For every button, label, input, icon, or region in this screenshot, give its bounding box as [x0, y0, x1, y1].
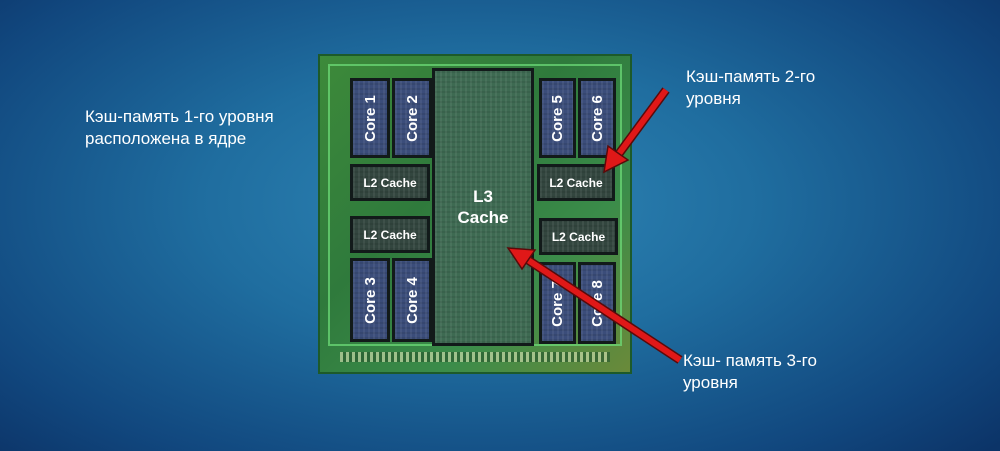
l2-cache-2: L2 Cache [350, 216, 430, 253]
core-3: Core 3 [350, 258, 390, 342]
l3-cache: L3 Cache [432, 68, 534, 346]
arrow-to-l3-icon [506, 247, 683, 364]
l2-cache-4: L2 Cache [539, 218, 618, 255]
l2-label: L2 Cache [551, 229, 606, 244]
l2-label: L2 Cache [549, 175, 603, 190]
l1-cache-caption: Кэш-память 1-го уровня расположена в ядр… [85, 106, 274, 150]
l2-cache-3: L2 Cache [537, 164, 615, 201]
l3-label: L3 [473, 187, 493, 206]
caption-line: Кэш-память 2-го [686, 67, 816, 86]
core-4: Core 4 [392, 258, 432, 342]
l2-cache-1: L2 Cache [350, 164, 430, 201]
core-2: Core 2 [392, 78, 432, 158]
cpu-die-image: Core 1 Core 2 L2 Cache L2 Cache Core 3 C… [318, 54, 632, 374]
core-6: Core 6 [578, 78, 616, 158]
caption-line: Кэш-память 1-го уровня [85, 107, 274, 126]
caption-line: Кэш- память 3-го [683, 351, 817, 370]
l3-cache-caption: Кэш- память 3-го уровня [683, 350, 817, 394]
l2-label: L2 Cache [363, 175, 417, 190]
l2-cache-caption: Кэш-память 2-го уровня [686, 66, 815, 110]
core-5: Core 5 [539, 78, 576, 158]
caption-line: расположена в ядре [85, 129, 247, 148]
l2-label: L2 Cache [363, 227, 417, 242]
caption-line: уровня [683, 373, 738, 392]
caption-line: уровня [686, 89, 741, 108]
arrow-to-l2-icon [603, 87, 670, 174]
core-1: Core 1 [350, 78, 390, 158]
die-io-bus [340, 352, 610, 362]
l3-label: Cache [457, 208, 509, 227]
